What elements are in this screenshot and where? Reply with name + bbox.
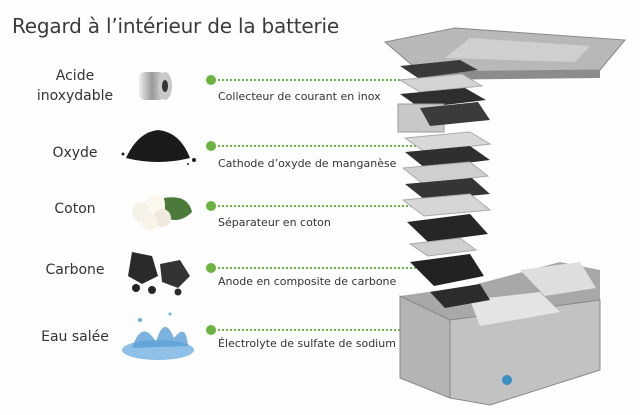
connector-dot (206, 325, 216, 335)
cell-layers (397, 60, 492, 286)
component-description: Électrolyte de sulfate de sodium (218, 337, 396, 350)
connector-line (214, 267, 420, 269)
connector-dot (206, 75, 216, 85)
carbon-icon (128, 252, 190, 296)
material-label-oxide: Oxyde (52, 145, 98, 161)
connector-dot (206, 141, 216, 151)
component-description: Anode en composite de carbone (218, 275, 397, 288)
material-label-steel: Acide inoxydable (0, 66, 150, 106)
component-description: Séparateur en coton (218, 216, 331, 229)
component-description: Collecteur de courant en inox (218, 90, 381, 103)
material-label-carbon: Carbone (45, 262, 105, 278)
material-line: inoxydable (36, 88, 114, 104)
page-title: Regard à l’intérieur de la batterie (12, 14, 339, 38)
logo-mark-icon (502, 375, 512, 385)
connector-line (214, 205, 420, 207)
material-label-cotton: Coton (54, 201, 96, 217)
connector-dot (206, 263, 216, 273)
component-description: Cathode d’oxyde de manganèse (218, 157, 397, 170)
cotton-icon (132, 195, 192, 230)
connector-line (214, 79, 420, 81)
connector-dot (206, 201, 216, 211)
steel-roll-icon (139, 72, 172, 100)
material-label-salt-water: Eau salée (41, 329, 109, 345)
connector-line (214, 145, 420, 147)
water-splash-icon (122, 312, 194, 360)
oxide-powder-icon (121, 130, 196, 165)
connector-line (214, 329, 420, 331)
material-line: Acide (55, 68, 95, 84)
battery-case (399, 262, 601, 406)
